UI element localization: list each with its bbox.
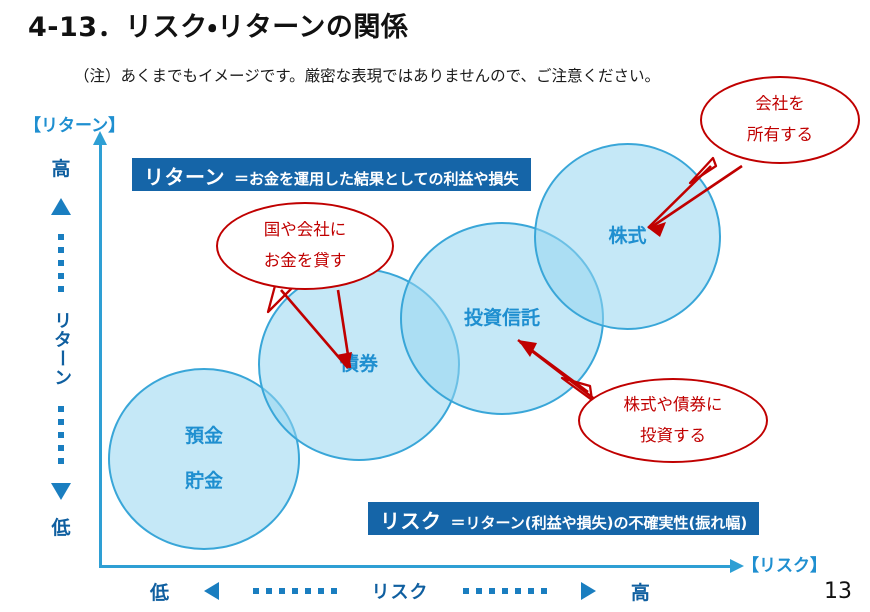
definition-box-return: リターン ＝お金を運用した結果としての利益や損失 bbox=[132, 158, 531, 191]
callout-lend-money: 国や会社に お金を貸す bbox=[216, 202, 394, 290]
asset-label-deposit-1: 預金 bbox=[184, 425, 223, 448]
callout-invest: 株式や債券に 投資する bbox=[578, 378, 768, 463]
page-title: 4-13．リスク・リターンの関係 bbox=[28, 12, 409, 43]
x-axis-arrowhead-icon bbox=[730, 559, 744, 573]
callout-lend-line-1: 国や会社に bbox=[263, 220, 347, 240]
callout-own-line-1: 会社を bbox=[755, 94, 805, 114]
callout-lend-line-2: お金を貸す bbox=[263, 251, 347, 270]
return-high-label: 高 bbox=[51, 158, 71, 180]
return-low-label: 低 bbox=[51, 517, 71, 539]
dotted-line-lower bbox=[58, 406, 64, 464]
page-number: 13 bbox=[824, 579, 852, 604]
definition-box-risk: リスク ＝リターン(利益や損失)の不確実性(振れ幅) bbox=[368, 502, 760, 535]
y-axis-line bbox=[99, 143, 102, 568]
return-axis-word: リターン bbox=[51, 311, 73, 387]
asset-bubble-stock: 株式 bbox=[534, 143, 721, 330]
definition-term-risk: リスク bbox=[380, 509, 442, 533]
y-axis-caption: 【リターン】 bbox=[24, 116, 126, 136]
arrow-right-icon bbox=[581, 582, 597, 600]
y-axis-arrowhead-icon bbox=[93, 131, 107, 145]
risk-axis-word: リスク bbox=[371, 582, 429, 603]
risk-low-label: 低 bbox=[150, 581, 170, 604]
asset-label-bond: 債券 bbox=[339, 352, 378, 375]
risk-high-label: 高 bbox=[630, 581, 650, 604]
x-axis-line bbox=[99, 565, 733, 568]
risk-scale: 低 リスク 高 bbox=[150, 576, 650, 606]
callout-own-line-2: 所有する bbox=[747, 125, 813, 144]
dotted-line-left bbox=[252, 588, 337, 594]
definition-term-return: リターン bbox=[144, 165, 225, 189]
definition-desc-risk: ＝リターン(利益や損失)の不確実性(振れ幅) bbox=[450, 514, 748, 532]
arrow-down-icon bbox=[51, 483, 71, 500]
dotted-line-right bbox=[462, 588, 547, 594]
arrow-up-icon bbox=[51, 198, 71, 215]
disclaimer-note: （注）あくまでもイメージです。厳密な表現ではありませんので、ご注意ください。 bbox=[74, 67, 661, 85]
callout-invest-line-2: 投資する bbox=[640, 425, 706, 445]
dotted-line-upper bbox=[58, 234, 64, 292]
asset-label-deposit-2: 貯金 bbox=[184, 470, 223, 492]
asset-label-investment-trust: 投資信託 bbox=[463, 306, 540, 329]
callout-invest-line-1: 株式や債券に bbox=[623, 394, 723, 414]
return-scale: 高 リターン 低 bbox=[38, 160, 84, 538]
callout-own-company: 会社を 所有する bbox=[700, 76, 860, 164]
arrow-left-icon bbox=[203, 582, 219, 600]
x-axis-caption: 【リスク】 bbox=[742, 556, 827, 576]
asset-label-stock: 株式 bbox=[608, 224, 647, 247]
definition-desc-return: ＝お金を運用した結果としての利益や損失 bbox=[234, 170, 519, 188]
